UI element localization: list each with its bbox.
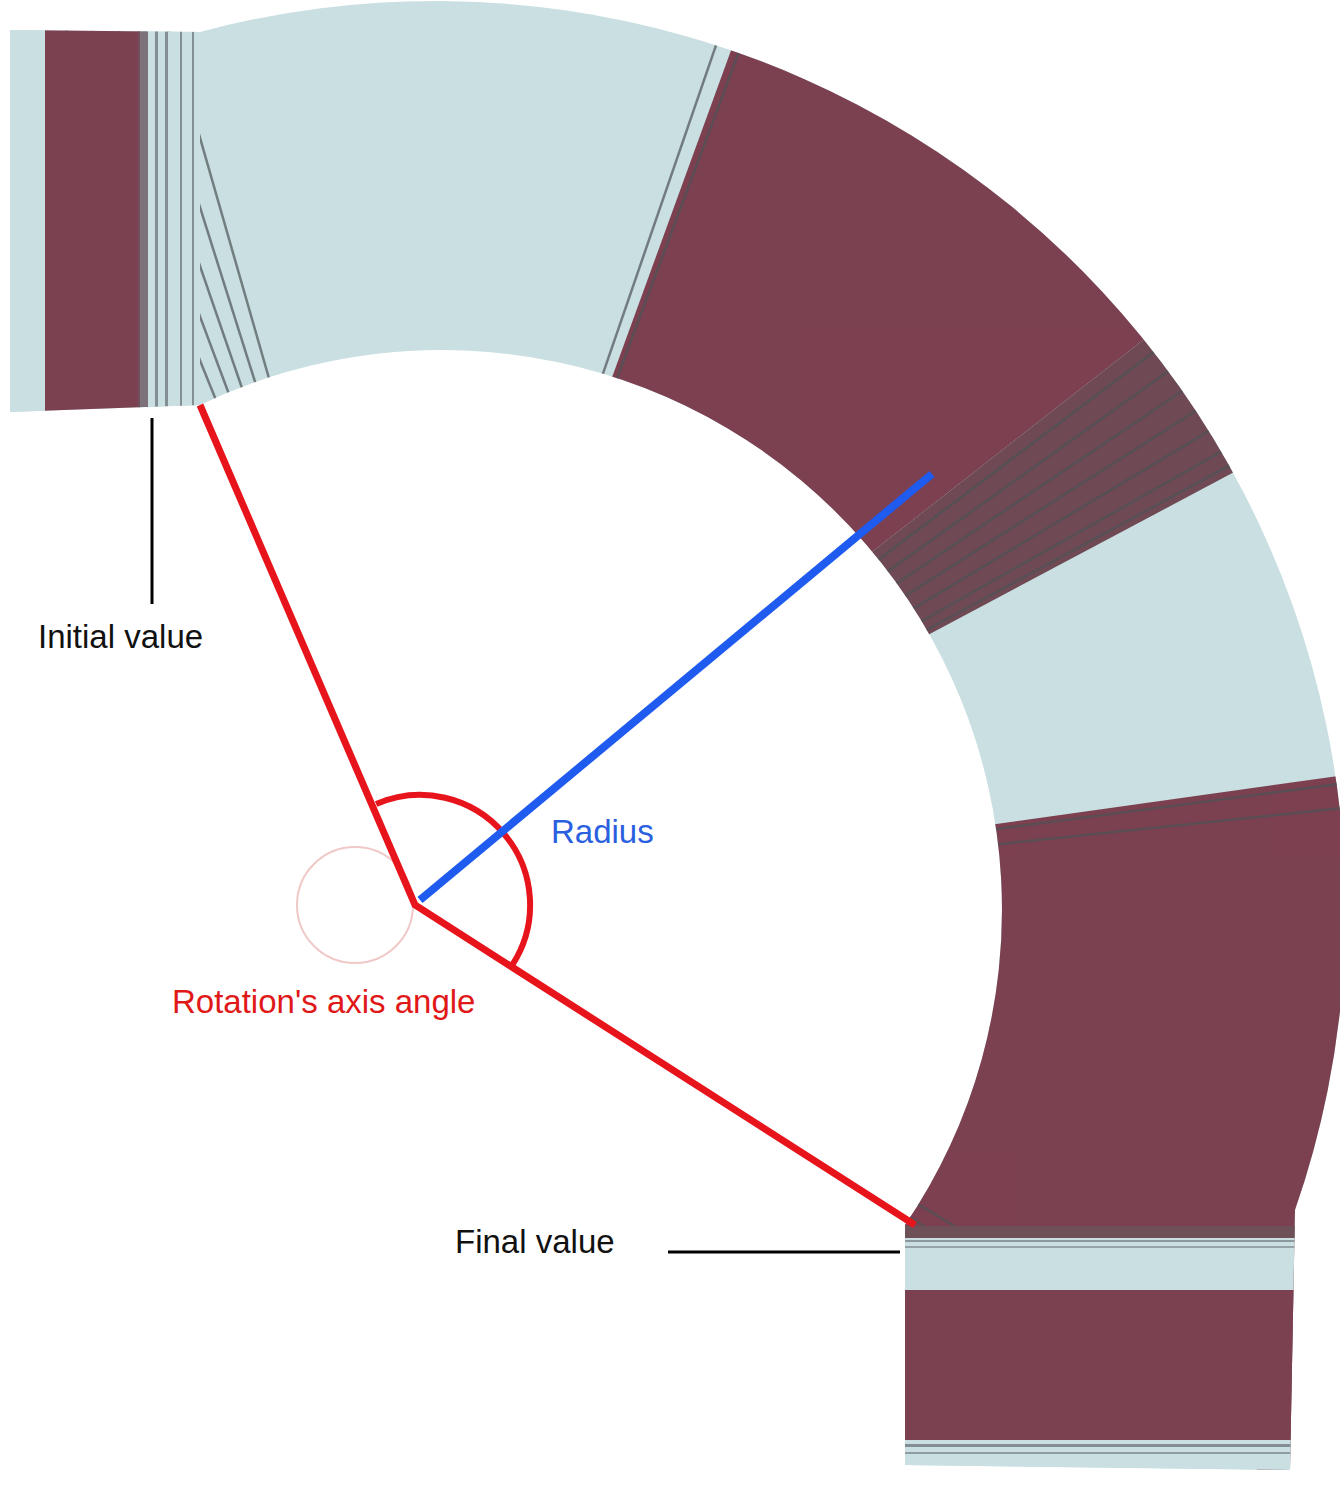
radius-label: Radius <box>551 814 654 850</box>
weave-line <box>897 805 1340 855</box>
weave-line <box>842 447 1264 676</box>
axis-lines <box>200 405 915 1225</box>
weave-line <box>818 368 1216 636</box>
weave-line <box>588 6 756 456</box>
initial-value-label: Initial value <box>38 619 203 655</box>
weave-line <box>576 0 732 451</box>
fabric-stripe <box>420 710 1340 1498</box>
radius-line <box>420 474 932 900</box>
weave-line <box>803 327 1186 616</box>
fabric-stripe <box>420 43 1340 905</box>
weave-line <box>811 348 1202 627</box>
weave-line <box>825 389 1230 647</box>
weave-line <box>131 0 275 447</box>
weave-line <box>838 432 1256 668</box>
final-value-label: Final value <box>455 1224 615 1260</box>
weave-line <box>896 780 1340 843</box>
leader-line <box>668 1251 900 1254</box>
angle-label: Rotation's axis angle <box>172 984 475 1020</box>
leader-line <box>151 418 154 604</box>
angle-arc <box>376 795 530 965</box>
weave-line <box>831 411 1242 658</box>
